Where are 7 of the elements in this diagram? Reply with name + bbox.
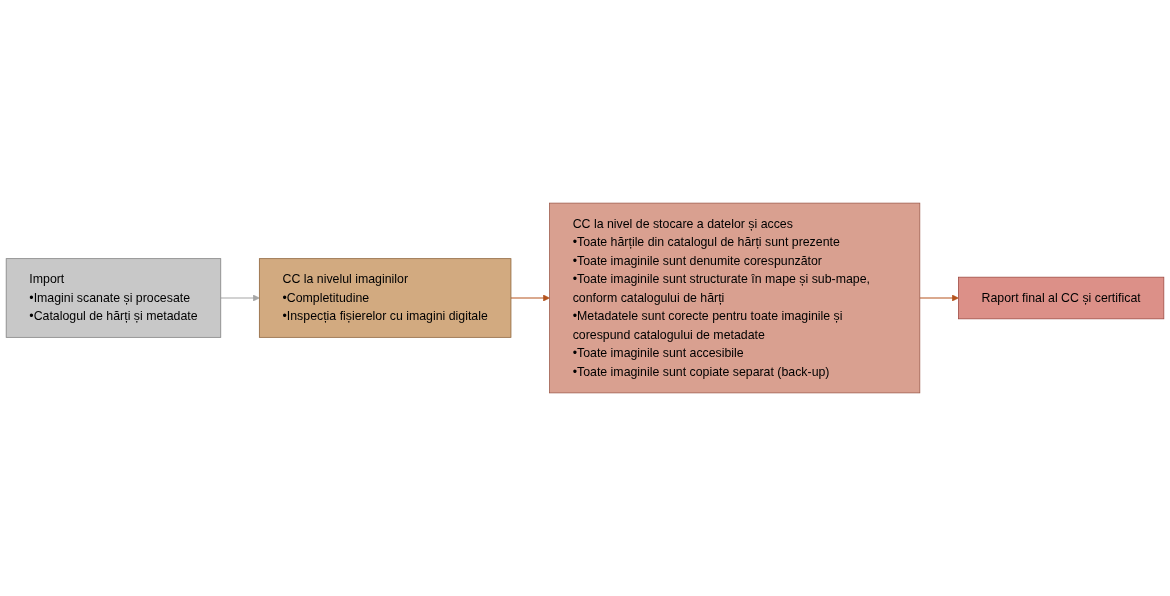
arrow [919,294,959,302]
node-box: Raport final al CC și certificat [958,276,1165,320]
node-box: CC la nivel de stocare a datelor și acces •Toate hărțile din catalogul de hărți sunt prezente •Toate imaginile sunt denumite corespunzător •Toate imaginile sunt structurate în mape și sub-mape, conform catalogului de hărți •Metadatele sunt corecte pentru toate imaginile și corespund catalogului de metadate •Toate imaginile sunt accesibile •Toate imaginile sunt copiate separat (back-up) [549,202,921,394]
arrow [510,294,550,302]
arrow [220,294,260,302]
node-box: CC la nivelul imaginilor •Completitudine •Inspecția fișierelor cu imagini digitale [258,258,512,338]
node-box: Import •Imagini scanate și procesate •Catalogul de hărți și metadate [5,258,222,338]
